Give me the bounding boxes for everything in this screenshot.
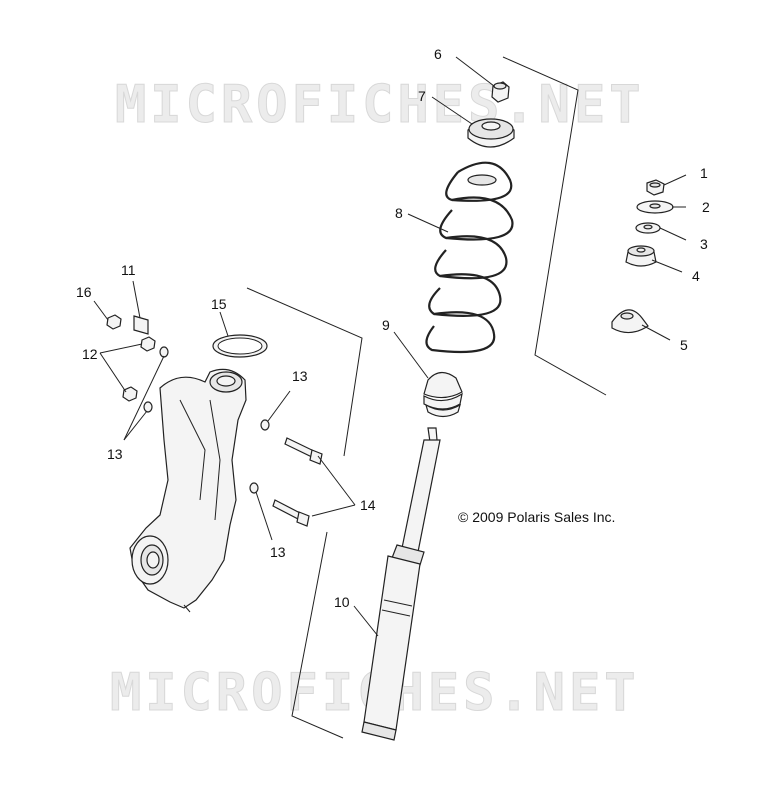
- cup-5-part: [611, 309, 649, 334]
- callout-3: 3: [700, 236, 708, 252]
- nut-1-part: [646, 179, 665, 196]
- bolt-14-part: [272, 437, 323, 527]
- callout-10: 10: [334, 594, 350, 610]
- callout-12: 12: [82, 346, 98, 362]
- spring-seat-part: [467, 118, 515, 148]
- washer-13-middle-part: [249, 419, 270, 494]
- callout-6: 6: [434, 46, 442, 62]
- callout-8: 8: [395, 205, 403, 221]
- callout-13-lower: 13: [270, 544, 286, 560]
- strut-body-part: [361, 427, 441, 741]
- callout-14: 14: [360, 497, 376, 513]
- callout-9: 9: [382, 317, 390, 333]
- watermark-top: MICROFICHES.NET: [115, 75, 645, 135]
- callout-1: 1: [700, 165, 708, 181]
- o-ring-15-part: [212, 334, 268, 358]
- callout-7: 7: [418, 88, 426, 104]
- callout-4: 4: [692, 268, 700, 284]
- callout-labels: 1 2 3 4 5 6 7 8 9 10 11 12 13 13 13 14 1…: [76, 46, 710, 610]
- middle-bracket: [246, 287, 363, 739]
- callout-15: 15: [211, 296, 227, 312]
- nut-12-part: [122, 336, 156, 402]
- callout-11: 11: [121, 262, 136, 278]
- callout-13-left: 13: [107, 446, 123, 462]
- callout-16: 16: [76, 284, 92, 300]
- callout-5: 5: [680, 337, 688, 353]
- copyright-notice: © 2009 Polaris Sales Inc.: [458, 509, 615, 525]
- nut-16-part: [106, 314, 122, 330]
- steering-knuckle-part: [129, 368, 247, 613]
- washer-2-part: [636, 200, 674, 214]
- coil-spring-part: [425, 161, 514, 354]
- callout-2: 2: [702, 199, 710, 215]
- leader-lines: [93, 56, 687, 637]
- clip-11-part: [133, 315, 149, 335]
- washer-13-left-part: [143, 346, 169, 413]
- bushing-4-part: [625, 245, 657, 267]
- top-nut-part: [491, 81, 510, 103]
- callout-13-upper: 13: [292, 368, 308, 384]
- washer-3-part: [635, 222, 661, 234]
- right-bracket: [502, 56, 607, 396]
- bump-stop-part: [423, 371, 463, 418]
